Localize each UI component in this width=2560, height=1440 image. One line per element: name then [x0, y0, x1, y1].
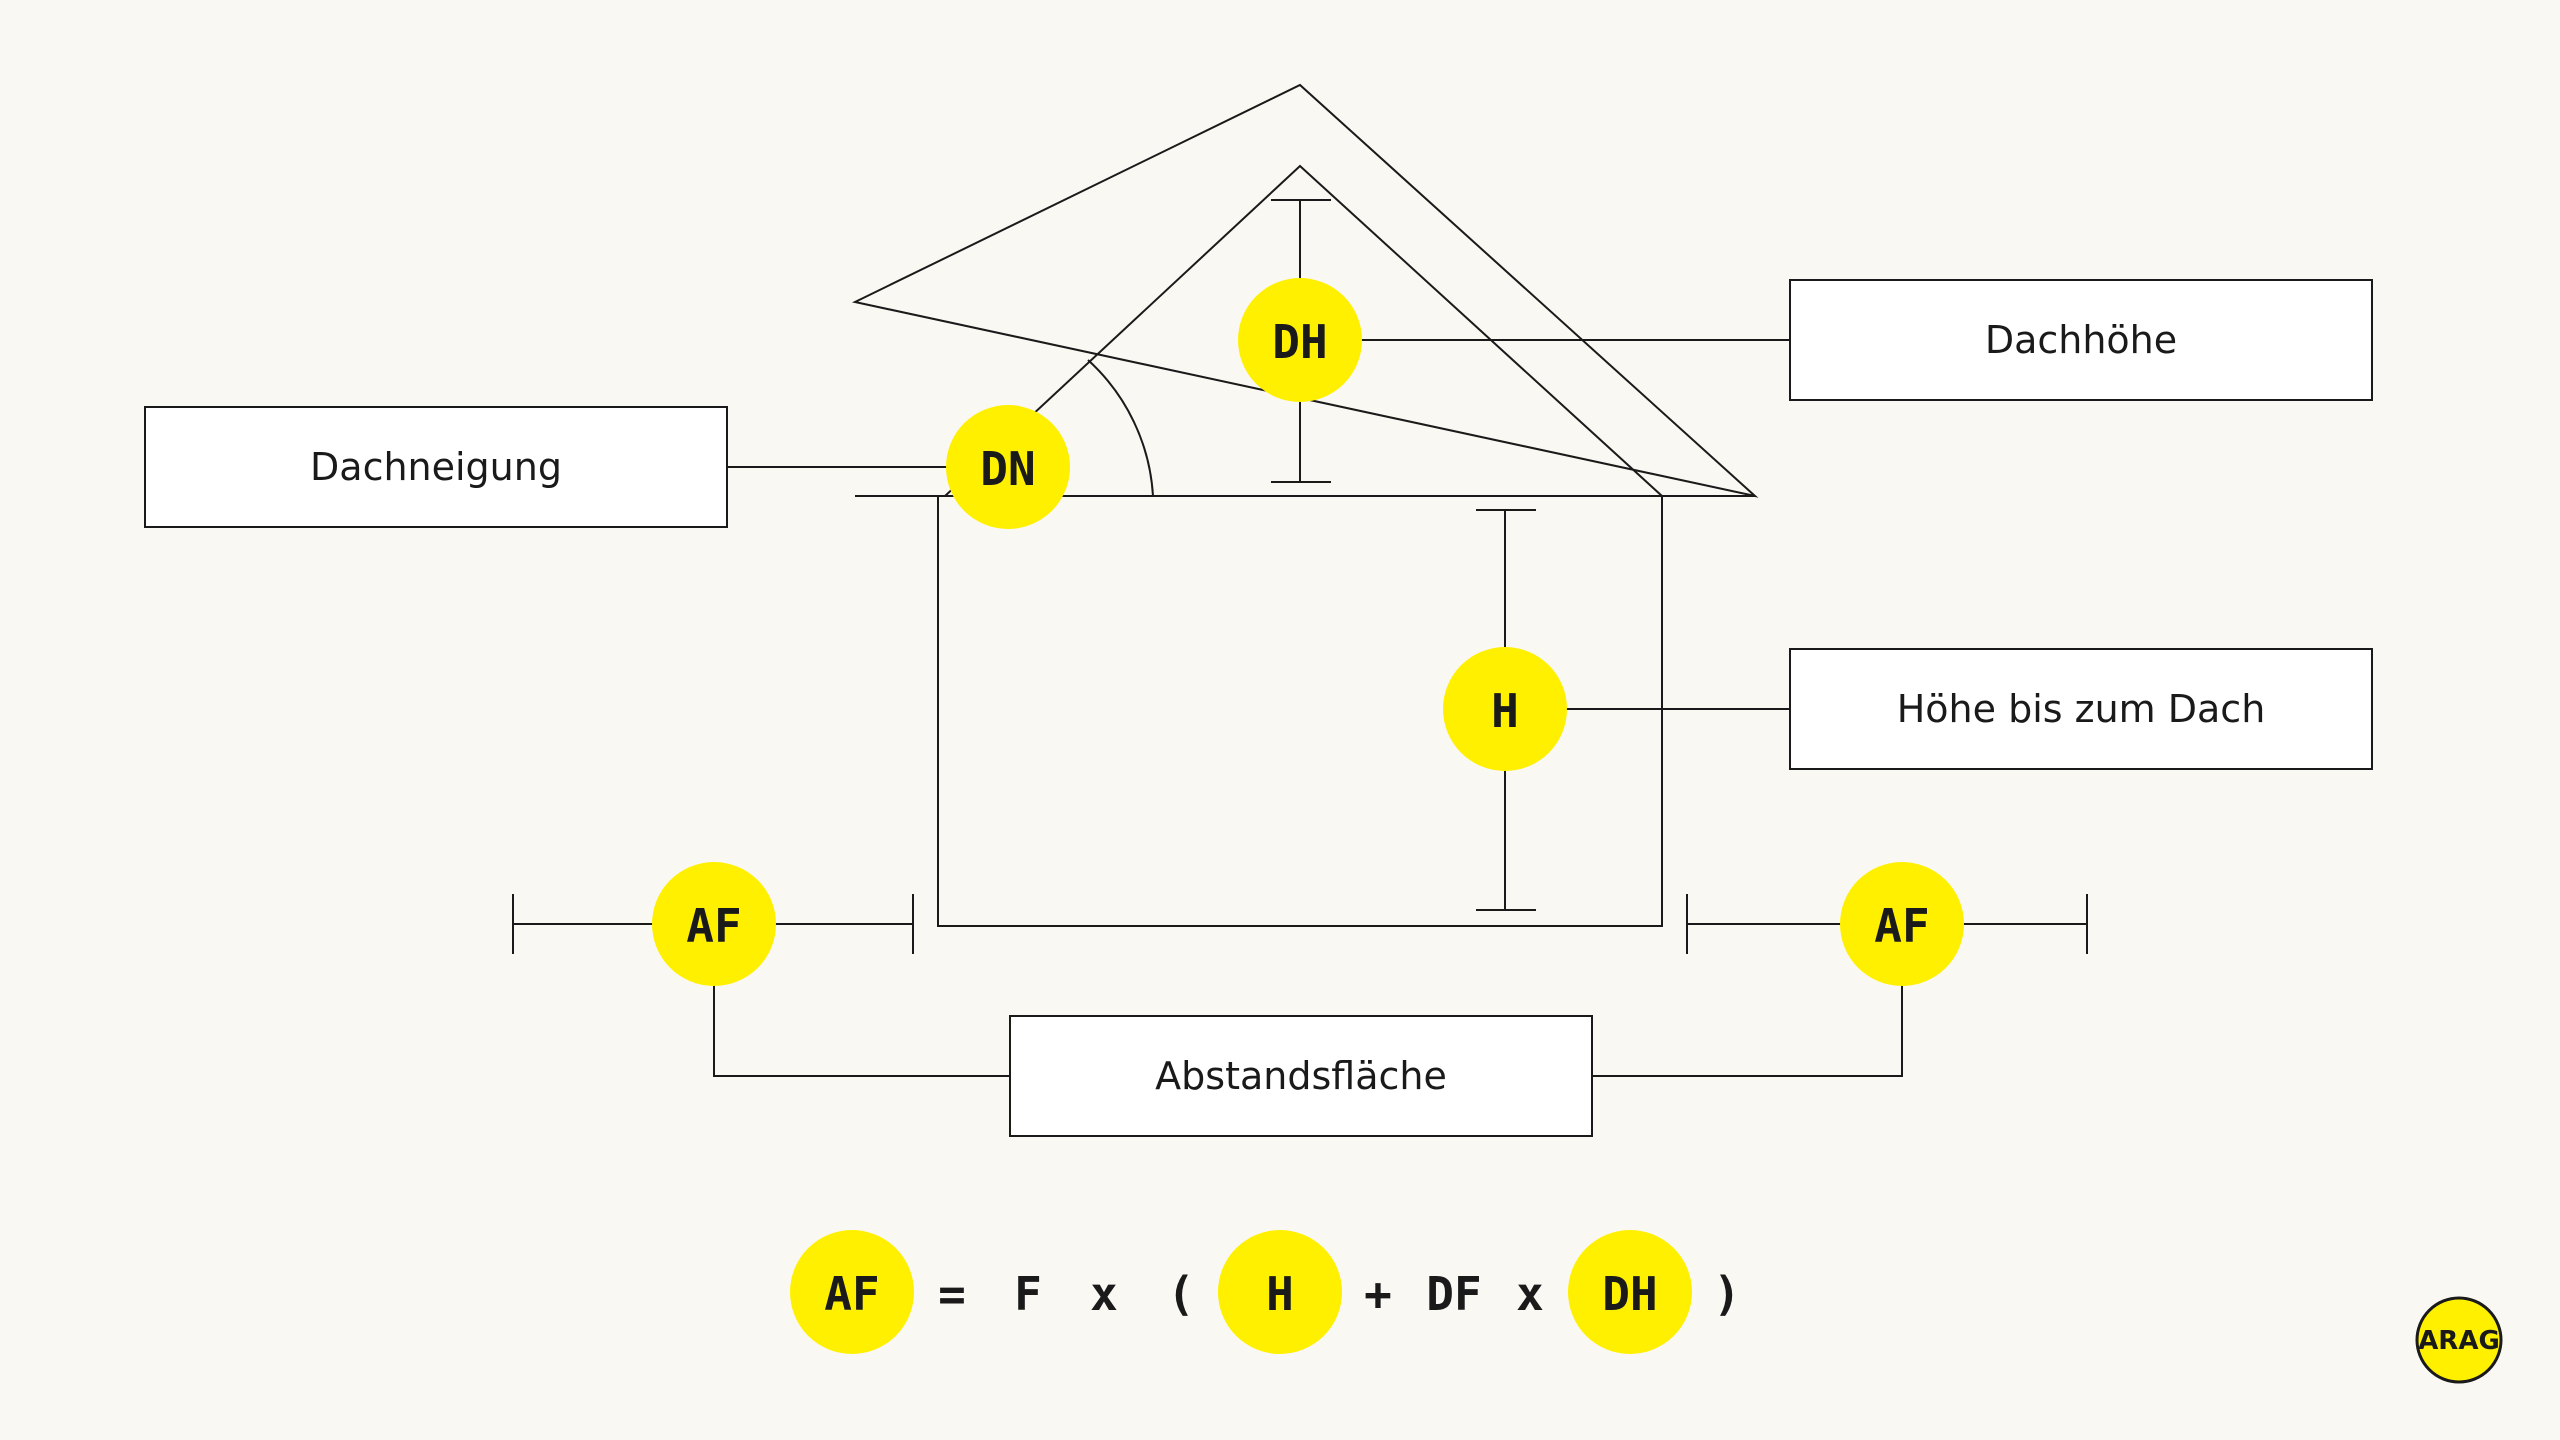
label-box-hoehe-bis-dach: Höhe bis zum Dach — [1789, 648, 2373, 770]
arag-logo: ARAG — [2415, 1296, 2503, 1384]
formula-times-1: x — [1090, 1267, 1118, 1321]
label-abstandsflaeche: Abstandsfläche — [1155, 1054, 1447, 1098]
formula-h-circle — [1218, 1230, 1342, 1354]
badge-dn: DN — [946, 405, 1070, 529]
formula-af: AF — [824, 1267, 879, 1321]
formula-open-paren: ( — [1167, 1267, 1195, 1321]
formula: AF = F x ( H + DF x DH ) — [790, 1230, 1741, 1354]
label-hoehe-bis-dach: Höhe bis zum Dach — [1897, 687, 2266, 731]
logo-text: ARAG — [2418, 1326, 2500, 1356]
house-walls — [937, 496, 1663, 927]
formula-df: DF — [1426, 1267, 1481, 1321]
formula-f: F — [1014, 1267, 1042, 1321]
roof-inner — [944, 164, 1663, 497]
formula-close-paren: ) — [1713, 1267, 1741, 1321]
label-dachhoehe: Dachhöhe — [1985, 318, 2177, 362]
badge-h: H — [1443, 647, 1567, 771]
formula-dh-circle — [1568, 1230, 1692, 1354]
badge-dh-text: DH — [1272, 315, 1327, 369]
formula-h: H — [1266, 1267, 1294, 1321]
roof-angle-arc — [1087, 359, 1154, 497]
badge-dh: DH — [1238, 278, 1362, 402]
formula-times-2: x — [1516, 1267, 1544, 1321]
connector-lines — [713, 339, 1903, 1077]
badge-af-right: AF — [1840, 862, 1964, 986]
formula-equals: = — [938, 1267, 966, 1321]
badge-af-left-text: AF — [686, 899, 741, 953]
badge-h-text: H — [1491, 684, 1519, 738]
formula-dh: DH — [1602, 1267, 1657, 1321]
badge-dn-text: DN — [980, 442, 1035, 496]
label-box-dachhoehe: Dachhöhe — [1789, 279, 2373, 401]
badge-af-right-text: AF — [1874, 899, 1929, 953]
label-box-abstandsflaeche: Abstandsfläche — [1009, 1015, 1593, 1137]
formula-af-circle — [790, 1230, 914, 1354]
badge-af-left: AF — [652, 862, 776, 986]
label-dachneigung: Dachneigung — [310, 445, 562, 489]
formula-plus: + — [1364, 1267, 1392, 1321]
label-box-dachneigung: Dachneigung — [144, 406, 728, 528]
